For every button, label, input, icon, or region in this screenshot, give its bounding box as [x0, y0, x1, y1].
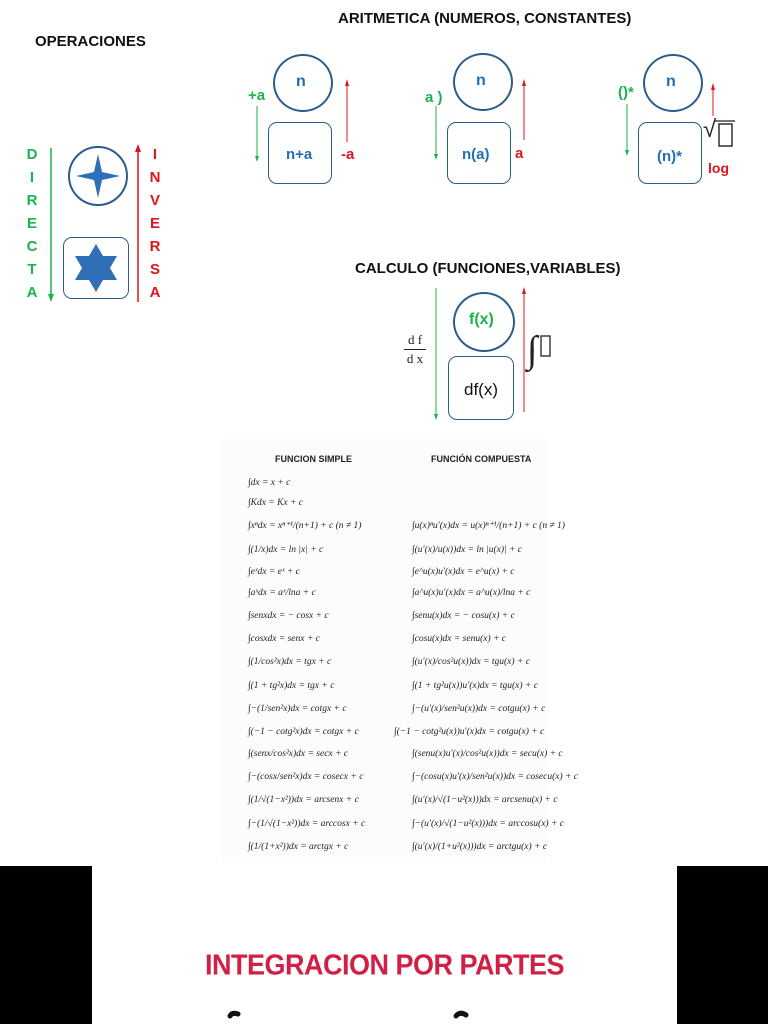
inverse-op-label: log: [708, 160, 729, 176]
inversa-letter: E: [149, 215, 160, 232]
result-label: n(a): [462, 146, 490, 163]
root-icon: √: [703, 116, 737, 150]
number-label: n: [296, 73, 306, 90]
formula-simple: ∫dx = x + c: [248, 478, 291, 488]
number-circle: [273, 54, 333, 112]
formula-simple: ∫−(1/√(1−x²))dx = arccosx + c: [248, 819, 366, 829]
fraction-bar: [404, 349, 426, 350]
directa-letter: R: [26, 192, 38, 209]
derivative-operator: d f d x: [402, 332, 428, 367]
directa-letter: D: [26, 146, 38, 163]
calculo-title: CALCULO (FUNCIONES,VARIABLES): [355, 260, 621, 277]
formula-compuesta: ∫(u′(x)/(1+u²(x)))dx = arctgu(x) + c: [412, 842, 548, 852]
result-label: (n)*: [657, 148, 682, 165]
black-bar-right: [677, 866, 768, 1024]
derivative-denominator: d x: [406, 351, 424, 366]
direct-op-label: +a: [248, 87, 266, 104]
slide-integracion: INTEGRACION POR PARTES: [92, 866, 677, 1024]
formula-compuesta: ∫−(cosu(x)u′(x)/sen²u(x))dx = cosecu(x) …: [412, 772, 579, 782]
inversa-letter: A: [149, 284, 161, 301]
formula-simple: ∫aˣdx = aˣ/lna + c: [248, 588, 316, 598]
result-box: [638, 122, 702, 184]
number-label: n: [476, 72, 486, 89]
directa-letter: E: [26, 215, 37, 232]
formula-compuesta: ∫(−1 − cotg²u(x))u′(x)dx = cotgu(x) + c: [394, 727, 545, 737]
col-header-simple: FUNCION SIMPLE: [275, 454, 353, 464]
direct-op-label: a ): [425, 89, 443, 106]
inversa-letter: R: [149, 238, 161, 255]
formula-compuesta: ∫(u′(x)/cos²u(x))dx = tgu(x) + c: [412, 657, 530, 667]
integral-symbols-partial: [227, 1010, 469, 1019]
directa-letter: I: [29, 169, 35, 186]
number-label: n: [666, 73, 676, 90]
operaciones-title: OPERACIONES: [35, 33, 146, 50]
inverse-op-label: -a: [341, 146, 355, 163]
formula-simple: ∫senxdx = − cosx + c: [248, 611, 329, 621]
formula-simple: ∫(1 + tg²x)dx = tgx + c: [248, 681, 335, 691]
formula-compuesta: ∫−(u′(x)/√(1−u²(x)))dx = arccosu(x) + c: [412, 819, 564, 829]
formula-simple: ∫−(1/sen²x)dx = cotgx + c: [248, 704, 347, 714]
formula-simple: ∫(senx/cos²x)dx = secx + c: [248, 749, 349, 759]
formula-compuesta: ∫−(u′(x)/sen²u(x))dx = cotgu(x) + c: [412, 704, 546, 714]
inversa-letter: S: [149, 261, 160, 278]
derivative-numerator: d f: [407, 332, 423, 347]
formula-compuesta: ∫(senu(x)u′(x)/cos²u(x))dx = secu(x) + c: [412, 749, 563, 759]
formula-simple: ∫cosxdx = senx + c: [248, 634, 320, 644]
result-label: n+a: [286, 146, 313, 163]
function-label: f(x): [469, 311, 494, 328]
formula-simple: ∫(−1 − cotg²x)dx = cotgx + c: [248, 727, 359, 737]
inverse-op-label: a: [515, 145, 524, 162]
root-symbol: √: [703, 116, 717, 143]
inversa-letter: V: [149, 192, 160, 209]
formula-compuesta: ∫e^u(x)u′(x)dx = e^u(x) + c: [412, 567, 515, 577]
aritmetica-title: ARITMETICA (NUMEROS, CONSTANTES): [338, 10, 632, 27]
result-box: [268, 122, 332, 184]
number-circle: [453, 53, 513, 111]
formula-simple: ∫(1/cos²x)dx = tgx + c: [248, 657, 332, 667]
direct-op-label: ()*: [618, 84, 634, 101]
inversa-letter: N: [149, 169, 161, 186]
formula-compuesta: ∫a^u(x)u′(x)dx = a^u(x)/lna + c: [412, 588, 531, 598]
number-circle: [643, 54, 703, 112]
formula-compuesta: ∫u(x)ⁿu′(x)dx = u(x)ⁿ⁺¹/(n+1) + c (n ≠ 1…: [412, 521, 565, 531]
integral-table: FUNCION SIMPLE FUNCIÓN COMPUESTA ∫dx = x…: [222, 438, 578, 862]
formula-simple: ∫−(cosx/sen²x)dx = cosecx + c: [248, 772, 364, 782]
col-header-compuesta: FUNCIÓN COMPUESTA: [431, 454, 532, 464]
integral-icon: ∫: [527, 326, 557, 376]
inversa-letter: I: [152, 146, 158, 163]
formula-simple: ∫Kdx = Kx + c: [248, 498, 303, 508]
differential-label: df(x): [464, 380, 498, 399]
formula-compuesta: ∫(u′(x)/√(1−u²(x)))dx = arcsenu(x) + c: [412, 795, 558, 805]
six-point-star-icon: [63, 237, 129, 299]
slide-title: INTEGRACION POR PARTES: [204, 949, 565, 981]
function-circle: [453, 292, 515, 352]
formula-simple: ∫eˣdx = eˣ + c: [248, 567, 300, 577]
formula-compuesta: ∫(u′(x)/u(x))dx = ln |u(x)| + c: [412, 545, 523, 555]
formula-simple: ∫(1/(1+x²))dx = arctgx + c: [248, 842, 349, 852]
formula-simple: ∫(1/√(1−x²))dx = arcsenx + c: [248, 795, 359, 805]
black-bar-left: [0, 866, 92, 1024]
directa-letter: T: [27, 261, 37, 278]
formula-compuesta: ∫cosu(x)dx = senu(x) + c: [412, 634, 507, 644]
directa-letter: C: [26, 238, 38, 255]
four-point-star-icon: [68, 146, 128, 206]
formula-simple: ∫xⁿdx = xⁿ⁺¹/(n+1) + c (n ≠ 1): [248, 521, 362, 531]
formula-compuesta: ∫(1 + tg²u(x))u′(x)dx = tgu(x) + c: [412, 681, 538, 691]
formula-simple: ∫(1/x)dx = ln |x| + c: [248, 545, 324, 555]
result-box: [447, 122, 511, 184]
differential-box: [448, 356, 514, 420]
integral-symbol: ∫: [527, 329, 538, 371]
directa-letter: A: [26, 284, 38, 301]
formula-compuesta: ∫senu(x)dx = − cosu(x) + c: [412, 611, 515, 621]
